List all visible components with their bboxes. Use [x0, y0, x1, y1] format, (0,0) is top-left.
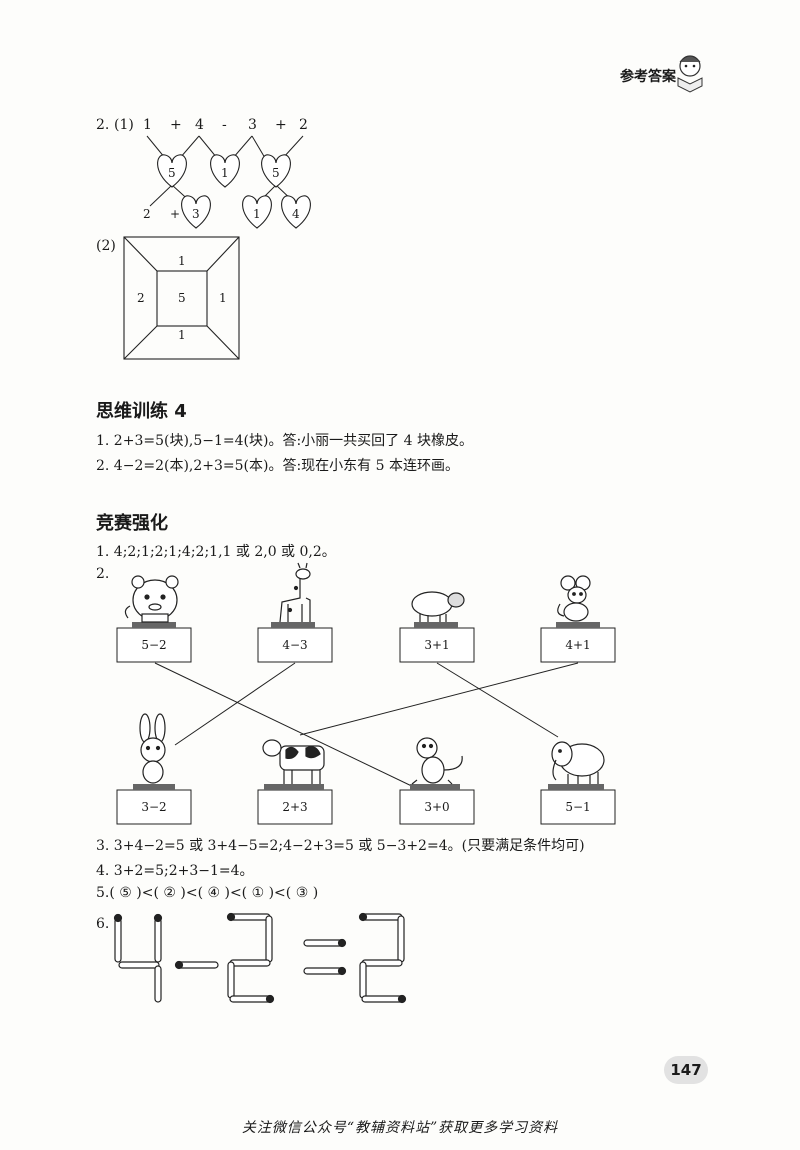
- expr-box-label: 3+1: [424, 638, 450, 652]
- answer-line: 1. 4;2;1;2;1;4;2;1,1 或 2,0 或 0,2。: [96, 544, 336, 560]
- q2-label: 2.: [96, 117, 110, 133]
- mouse-icon: [557, 575, 591, 622]
- expr-box-label: 3−2: [141, 800, 167, 814]
- square-top-value: 1: [178, 254, 186, 268]
- expr-box-label: 4+1: [565, 638, 591, 652]
- heart-value: 3: [192, 207, 200, 221]
- elephant-icon: [551, 741, 605, 784]
- match-lines: [154, 662, 579, 791]
- expr-token: +: [170, 117, 182, 133]
- answer-line: 5.( ⑤ )<( ② )<( ④ )<( ① )<( ③ ): [96, 885, 319, 901]
- rabbit-icon: [139, 713, 166, 784]
- branch-line: [275, 184, 297, 205]
- expr-token: 2: [299, 117, 308, 133]
- answer-line: 2. 4−2=2(本),2+3=5(本)。答:现在小东有 5 本连环画。: [96, 458, 459, 474]
- heart-value: 5: [272, 166, 280, 180]
- q2-part2-label: (2): [96, 238, 116, 254]
- branch-line: [282, 135, 304, 159]
- branch-line: [232, 135, 253, 159]
- branch-line: [179, 135, 200, 159]
- q2-part1-label: (1): [114, 117, 134, 133]
- match-line: [154, 662, 421, 791]
- match-line: [174, 662, 296, 746]
- branch-line: [256, 184, 277, 205]
- branch-line: [171, 184, 194, 205]
- girl-reading-icon: [677, 55, 703, 93]
- square-left-value: 2: [137, 291, 145, 305]
- square-right-value: 1: [219, 291, 227, 305]
- heart-value: 1: [253, 207, 261, 221]
- section-title: 思维训练 4: [96, 401, 187, 422]
- footer-note: 关注微信公众号“教辅资料站”获取更多学习资料: [241, 1120, 559, 1136]
- answer-line: 4. 3+2=5;2+3−1=4。: [96, 863, 254, 879]
- split-operator: +: [170, 207, 181, 221]
- expr-box-label: 4−3: [282, 638, 308, 652]
- giraffe-icon: [279, 562, 311, 623]
- answer-line: 3. 3+4−2=5 或 3+4−5=2;4−2+3=5 或 5−3+2=4。(…: [96, 838, 585, 854]
- square-bottom-value: 1: [178, 328, 186, 342]
- cow-icon: [262, 739, 325, 784]
- branch-line: [146, 135, 166, 159]
- header-label: 参考答案: [620, 69, 676, 85]
- branch-line: [251, 135, 266, 159]
- page-number: 147: [664, 1056, 708, 1084]
- heart-value: 5: [168, 166, 176, 180]
- expr-box-label: 2+3: [282, 800, 308, 814]
- branch-line: [198, 135, 218, 159]
- heart-value: 4: [292, 207, 300, 221]
- q2-label: 2.: [96, 566, 110, 582]
- expr-token: 4: [195, 117, 204, 133]
- heart-value: 1: [221, 166, 229, 180]
- q6-label: 6.: [96, 916, 110, 932]
- branch-line: [149, 184, 173, 207]
- match-line: [436, 662, 559, 738]
- split-number: 2: [143, 207, 151, 221]
- expr-box-label: 5−1: [565, 800, 591, 814]
- expr-token: 1: [143, 117, 152, 133]
- section-title: 竞赛强化: [96, 513, 168, 534]
- answer-line: 1. 2+3=5(块),5−1=4(块)。答:小丽一共买回了 4 块橡皮。: [96, 433, 473, 449]
- expr-token: +: [275, 117, 287, 133]
- square-center-value: 5: [178, 291, 186, 305]
- tiger-icon: [124, 575, 179, 623]
- monkey-icon: [411, 737, 463, 785]
- expr-token: -: [222, 117, 227, 133]
- expr-box-label: 5−2: [141, 638, 167, 652]
- expr-box-label: 3+0: [424, 800, 450, 814]
- expr-token: 3: [248, 117, 257, 133]
- match-line: [299, 662, 579, 736]
- matchstick-equation: [113, 912, 407, 1004]
- sheep-icon: [411, 591, 465, 622]
